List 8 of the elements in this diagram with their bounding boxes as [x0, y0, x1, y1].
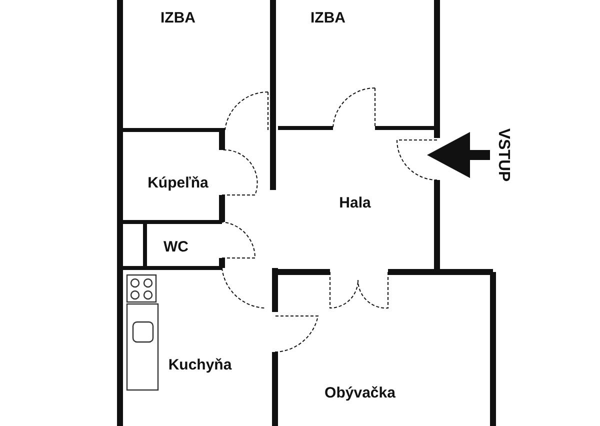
room-label: WC [164, 238, 188, 256]
room-label: Obývačka [324, 384, 396, 402]
room-label: Kuchyňa [168, 356, 232, 374]
entrance-label: VSTUP [494, 128, 512, 182]
room-label: IZBA [310, 10, 346, 26]
room-label: Hala [339, 194, 371, 212]
room-label: IZBA [160, 10, 196, 26]
room-label: Kúpeľňa [148, 174, 208, 192]
